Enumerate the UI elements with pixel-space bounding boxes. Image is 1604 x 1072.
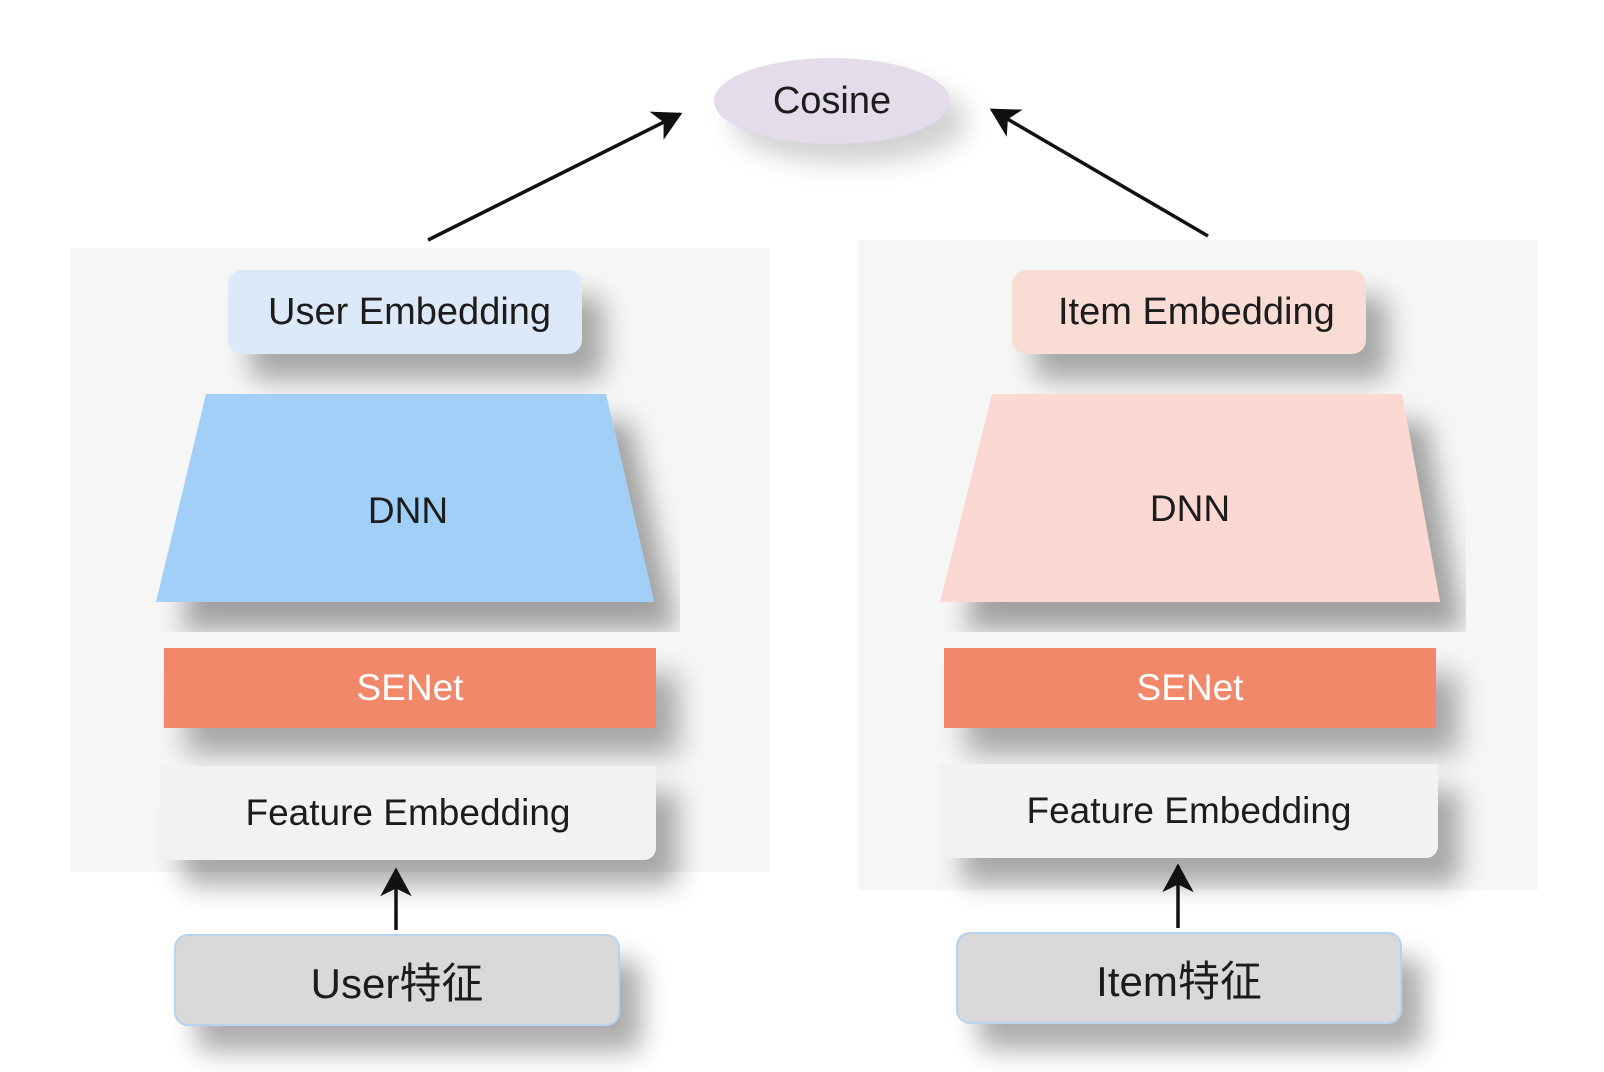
item-dnn-label: DNN [1149,488,1231,529]
user-feature-input-label: User特征 [310,959,484,1007]
user-dnn-shape [156,394,654,602]
item-feature-embedding-label: Feature Embedding [1026,790,1352,831]
user-senet-box: SENet [164,648,656,728]
item-dnn-shape [940,394,1440,602]
user-to-cosine-arrow [427,111,683,242]
item-embedding-label: Item Embedding [1058,290,1335,333]
item-feature-embedding-box: Feature Embedding [940,764,1438,858]
cosine-node: Cosine [714,58,950,144]
item-senet-label: SENet [1136,667,1244,708]
user-dnn-label: DNN [367,490,449,531]
user-embedding-box: User Embedding [228,270,582,354]
user-senet-label: SENet [356,667,464,708]
item-embedding-box: Item Embedding [1012,270,1366,354]
item-feature-input: Item特征 [956,932,1402,1024]
user-feature-input: User特征 [174,934,620,1026]
user-feature-embedding-box: Feature Embedding [160,766,656,860]
item-senet-box: SENet [944,648,1436,728]
item-feature-input-label: Item特征 [1096,957,1262,1005]
user-feature-embedding-label: Feature Embedding [245,792,571,833]
user-dnn-trapezoid [156,394,654,602]
cosine-label: Cosine [772,79,892,122]
item-to-cosine-arrow [989,108,1209,238]
item-dnn-trapezoid [940,394,1440,602]
user-embedding-label: User Embedding [268,290,552,333]
